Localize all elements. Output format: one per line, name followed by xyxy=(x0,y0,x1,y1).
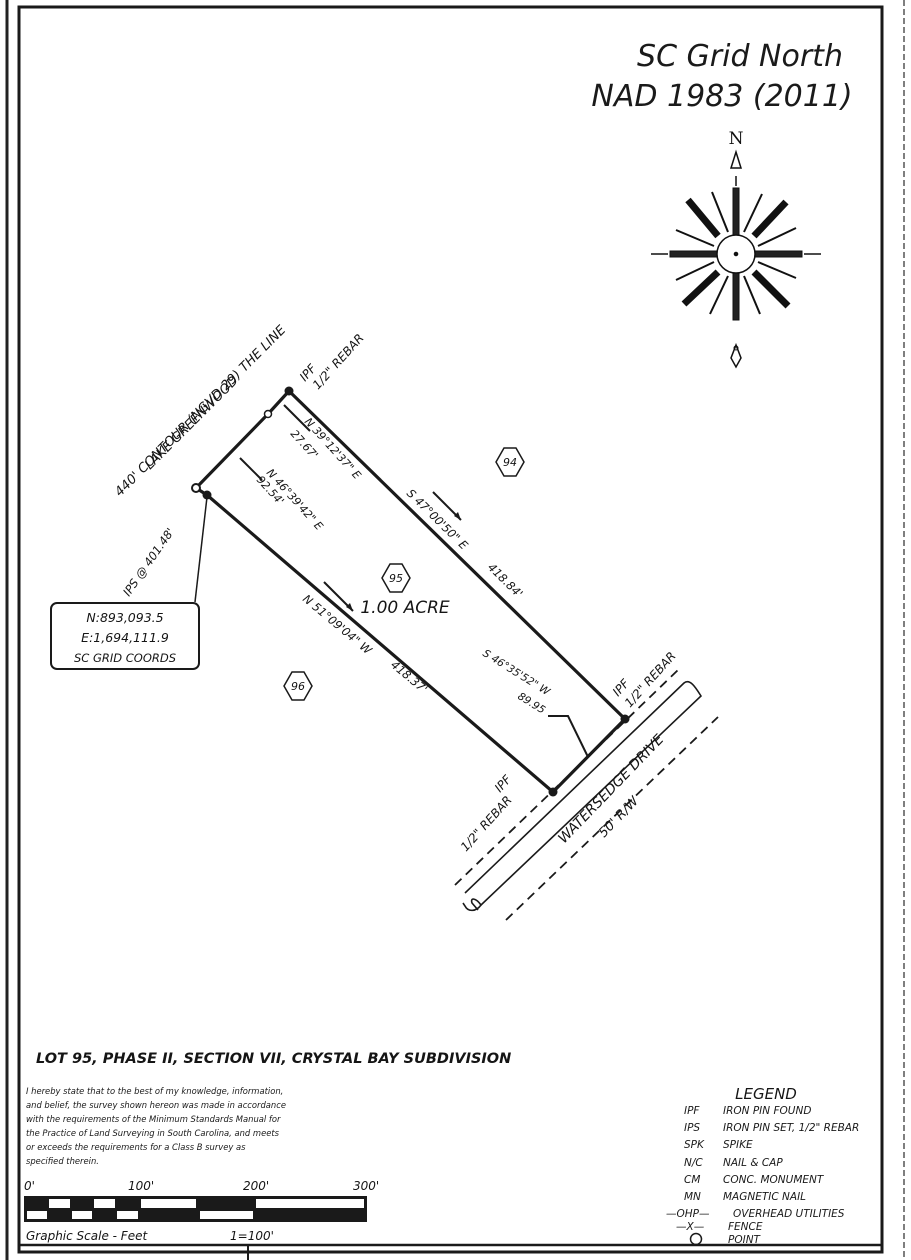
legend-item-point: POINT xyxy=(689,1232,762,1246)
lot-title: LOT 95, PHASE II, SECTION VII, CRYSTAL B… xyxy=(36,1051,511,1067)
bearing-southwest-dist: 418.37' xyxy=(388,658,430,697)
scale-tick-200: 200' xyxy=(243,1179,269,1193)
sheet-frame xyxy=(5,0,905,1260)
adjacent-lot-96: 96 xyxy=(291,680,305,693)
scale-ratio: 1=100' xyxy=(230,1229,274,1243)
scale-tick-0: 0' xyxy=(24,1179,35,1193)
svg-text:SPIKE: SPIKE xyxy=(723,1139,753,1151)
bearing-northeast-dist: 418.84' xyxy=(485,560,526,600)
svg-text:—OHP—: —OHP— xyxy=(666,1208,710,1220)
svg-text:IRON PIN SET, 1/2" REBAR: IRON PIN SET, 1/2" REBAR xyxy=(723,1122,859,1134)
legend-item-fence: —X— FENCE xyxy=(676,1221,763,1233)
north-reference-text: SC Grid North xyxy=(637,39,843,74)
monument-east-desc: 1/2" REBAR xyxy=(622,649,679,710)
coords-system: SC GRID COORDS xyxy=(74,651,176,665)
scale-tick-100: 100' xyxy=(128,1179,154,1193)
graphic-scale: 0' 100' 200' 300' Graphic Scale - Feet 1… xyxy=(24,1179,379,1243)
legend-item-cm: CM CONC. MONUMENT xyxy=(684,1174,825,1186)
monument-pins xyxy=(191,386,630,797)
pin-east-icon xyxy=(620,714,630,724)
coordinates-box: N:893,093.5 E:1,694,111.9 SC GRID COORDS xyxy=(50,602,200,670)
monument-south-desc: 1/2" REBAR xyxy=(458,793,515,854)
svg-text:the Practice of Land Surveying: the Practice of Land Surveying in South … xyxy=(26,1128,280,1138)
adjacent-lot-94: 94 xyxy=(503,456,517,469)
north-label: N xyxy=(729,129,744,149)
scale-tick-300: 300' xyxy=(353,1179,379,1193)
point-icon xyxy=(191,483,201,493)
lot-96-tag: 96 xyxy=(283,671,313,701)
svg-text:MAGNETIC NAIL: MAGNETIC NAIL xyxy=(723,1191,806,1203)
monument-top-desc: 1/2" REBAR xyxy=(310,331,367,392)
lot-95-tag: 95 xyxy=(381,563,411,593)
svg-text:NAIL & CAP: NAIL & CAP xyxy=(723,1157,783,1169)
legend-item-ipf: IPF IRON PIN FOUND xyxy=(684,1105,811,1117)
pin-west-icon xyxy=(202,490,212,500)
legend: LEGEND IPF IRON PIN FOUND IPS IRON PIN S… xyxy=(666,1085,859,1246)
pin-south-icon xyxy=(548,787,558,797)
svg-text:and belief, the survey shown h: and belief, the survey shown hereon was … xyxy=(26,1100,286,1110)
legend-item-nc: N/C NAIL & CAP xyxy=(684,1157,783,1169)
svg-text:—X—: —X— xyxy=(676,1221,705,1233)
pin-top-icon xyxy=(284,386,294,396)
lot-number: 95 xyxy=(389,572,403,585)
legend-item-mn: MN MAGNETIC NAIL xyxy=(684,1191,806,1203)
svg-text:I hereby state that to the bes: I hereby state that to the best of my kn… xyxy=(26,1086,283,1096)
svg-text:OVERHEAD UTILITIES: OVERHEAD UTILITIES xyxy=(733,1208,845,1220)
scale-caption: Graphic Scale - Feet xyxy=(26,1229,148,1243)
svg-text:MN: MN xyxy=(684,1191,701,1203)
direction-arrows xyxy=(346,512,461,611)
svg-text:IPF: IPF xyxy=(684,1105,700,1117)
svg-text:POINT: POINT xyxy=(728,1234,762,1246)
coords-east: E:1,694,111.9 xyxy=(81,630,169,645)
coords-north: N:893,093.5 xyxy=(86,610,163,625)
road-watersedge-drive xyxy=(454,669,719,921)
legend-title: LEGEND xyxy=(735,1085,797,1103)
monument-west-label: IPS @ 401.48' xyxy=(120,525,177,598)
svg-text:IPS: IPS xyxy=(684,1122,700,1134)
datum-text: NAD 1983 (2011) xyxy=(591,79,852,114)
legend-item-spk: SPK SPIKE xyxy=(684,1139,753,1151)
svg-text:with the requirements of the M: with the requirements of the Minimum Sta… xyxy=(26,1114,281,1124)
svg-text:IRON PIN FOUND: IRON PIN FOUND xyxy=(723,1105,811,1117)
lot-area: 1.00 ACRE xyxy=(360,598,450,618)
surveyor-statement: I hereby state that to the best of my kn… xyxy=(26,1086,286,1166)
svg-text:CONC. MONUMENT: CONC. MONUMENT xyxy=(723,1174,825,1186)
legend-item-ips: IPS IRON PIN SET, 1/2" REBAR xyxy=(684,1122,859,1134)
svg-text:N/C: N/C xyxy=(684,1157,703,1169)
svg-text:FENCE: FENCE xyxy=(728,1221,763,1233)
svg-text:CM: CM xyxy=(684,1174,700,1186)
svg-text:SPK: SPK xyxy=(684,1139,705,1151)
svg-text:or exceeds the requirements fo: or exceeds the requirements for a Class … xyxy=(26,1142,246,1152)
coords-leader-line xyxy=(194,496,208,603)
north-arrow-icon: N xyxy=(651,129,821,369)
point-symbol-icon xyxy=(689,1232,703,1246)
lot-boundary xyxy=(194,389,627,794)
point-icon xyxy=(263,409,273,419)
lot-94-tag: 94 xyxy=(495,447,525,477)
svg-text:specified therein.: specified therein. xyxy=(26,1156,99,1166)
bearing-road-dir: S 46°35'52" W xyxy=(480,647,552,698)
monument-south-type: IPF xyxy=(492,772,515,795)
legend-item-ohp: —OHP— OVERHEAD UTILITIES xyxy=(666,1208,845,1220)
